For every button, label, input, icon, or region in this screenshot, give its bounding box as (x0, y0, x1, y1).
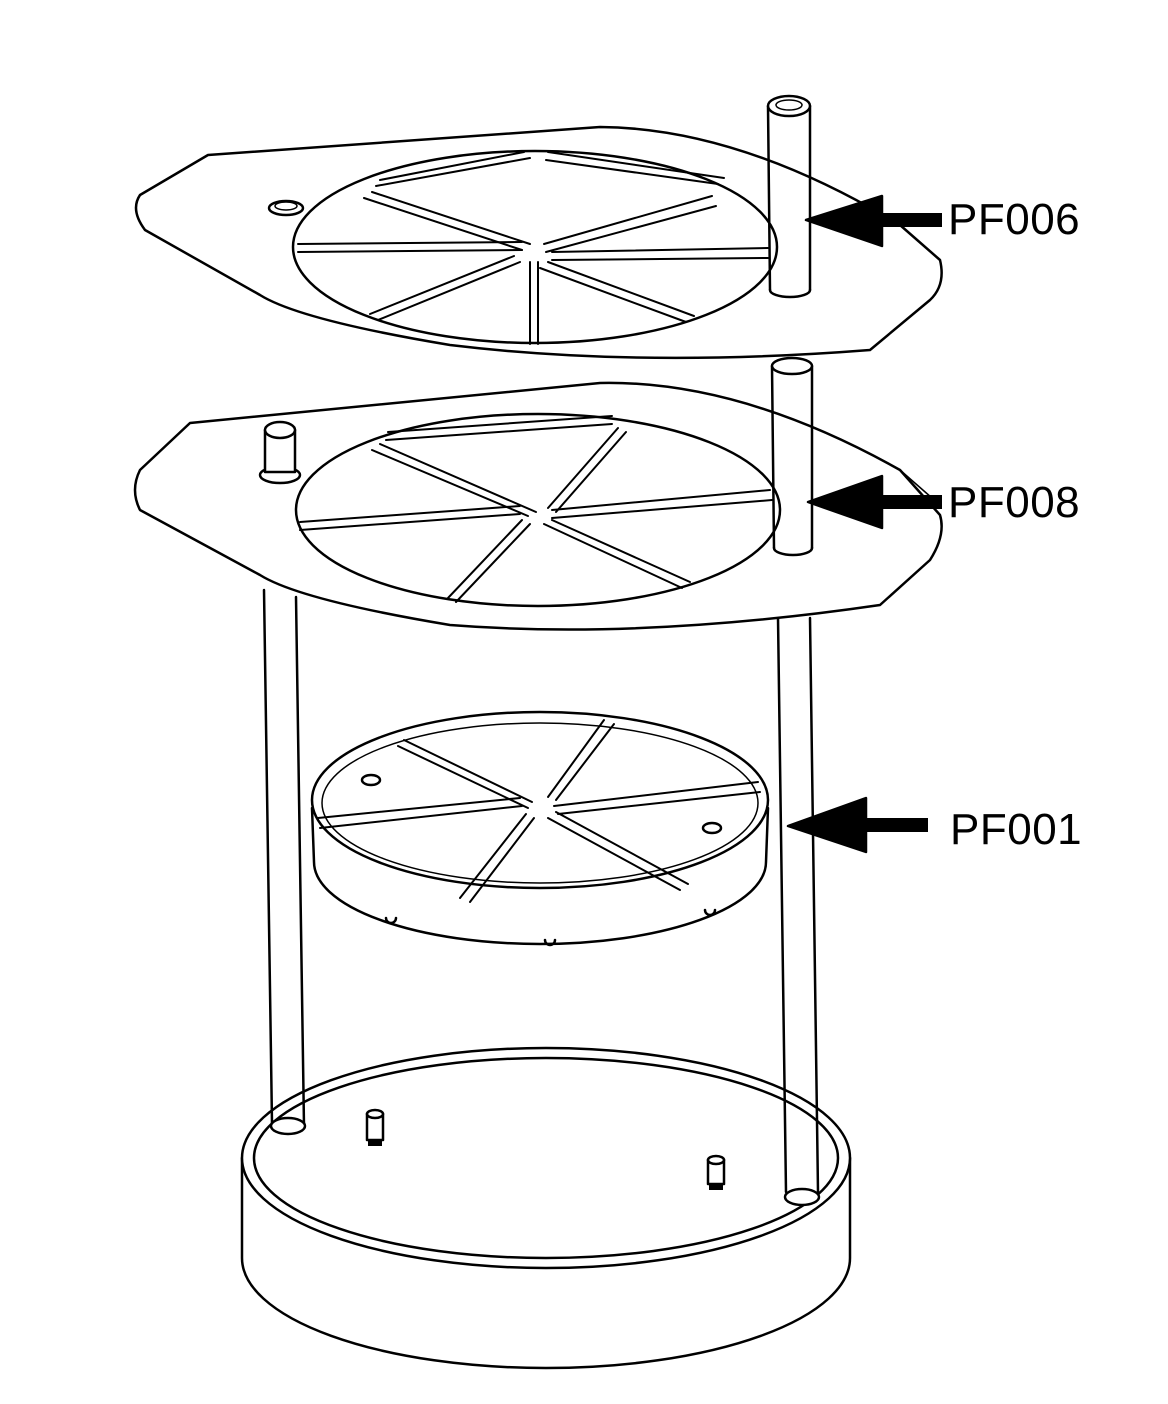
pf006-post (766, 94, 812, 299)
callout-arrow-pf008 (806, 474, 942, 530)
base-pin-left (365, 1108, 385, 1146)
callout-label-pf006: PF006 (948, 195, 1081, 244)
base-pin-right (706, 1154, 726, 1190)
callout-arrow-pf001 (786, 796, 928, 854)
pf008-locating-pin (258, 420, 302, 485)
callout-label-pf001: PF001 (950, 805, 1083, 854)
pf001-segmented-disc (310, 710, 770, 947)
pf006-plate (134, 94, 943, 360)
pf008-post (770, 356, 814, 557)
base-cylinder (240, 588, 852, 1370)
pf008-plate (133, 356, 943, 631)
callout-arrow-pf006 (804, 194, 942, 248)
callout-label-pf008: PF008 (948, 478, 1081, 527)
base-rod-left (262, 588, 307, 1136)
base-rod-right (776, 616, 821, 1207)
